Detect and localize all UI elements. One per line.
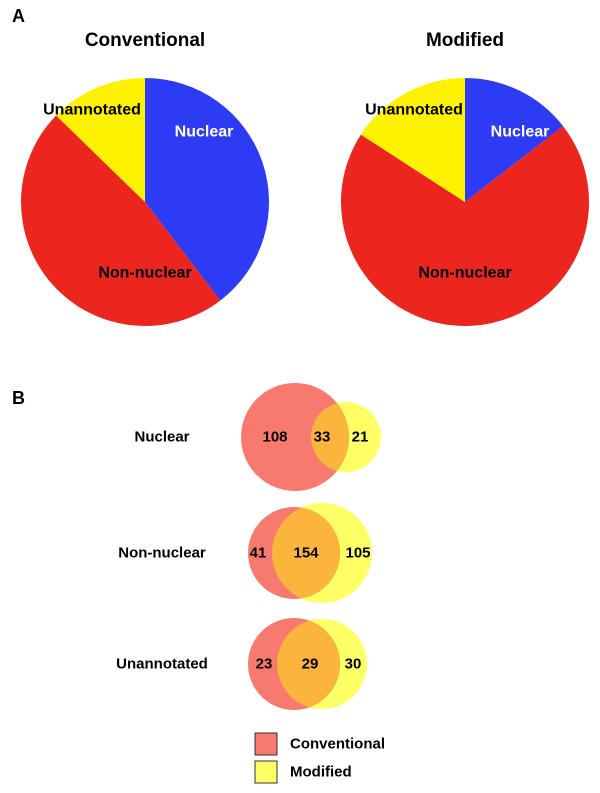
pie-slice-non-nuclear — [21, 115, 221, 326]
pie-slice-nuclear — [145, 78, 270, 301]
pie-label-nuclear: Nuclear — [491, 124, 550, 141]
venn-row-label: Unannotated — [116, 656, 208, 673]
pie-label-nuclear: Nuclear — [175, 124, 234, 141]
panel-label-a: A — [12, 6, 25, 26]
venn-count-conventional-only: 23 — [256, 656, 273, 673]
pie-label-unannotated: Unannotated — [365, 102, 463, 119]
venn-count-overlap: 33 — [314, 429, 331, 446]
venn-row-unannotated: Unannotated 23 29 30 — [116, 618, 367, 710]
venn-circle-conventional — [241, 383, 349, 491]
venn-overlap — [272, 507, 340, 599]
pie-slice-nuclear — [465, 78, 564, 202]
venn-row-non-nuclear: Non-nuclear 41 154 105 — [118, 503, 372, 603]
venn-count-modified-only: 105 — [345, 545, 370, 562]
legend-swatch-conventional — [254, 732, 278, 756]
venn-count-modified-only: 21 — [352, 429, 369, 446]
venn-count-overlap: 29 — [302, 656, 319, 673]
pie-label-non-nuclear: Non-nuclear — [98, 265, 191, 282]
legend-swatch-modified — [254, 760, 278, 784]
venn-count-conventional-only: 108 — [262, 429, 287, 446]
pie-slice-unannotated — [360, 78, 465, 202]
venn-count-overlap: 154 — [293, 545, 319, 562]
venn-row-label: Non-nuclear — [118, 545, 206, 562]
venn-row-nuclear: Nuclear 108 33 21 — [134, 383, 381, 491]
legend-label-modified: Modified — [290, 764, 352, 781]
venn-overlap — [311, 402, 349, 472]
venn-count-conventional-only: 41 — [250, 545, 267, 562]
venn-count-modified-only: 30 — [345, 656, 362, 673]
venn-row-label: Nuclear — [134, 429, 189, 446]
pie-slice-unannotated — [56, 78, 145, 202]
legend-label-conventional: Conventional — [290, 736, 385, 753]
panel-label-b: B — [12, 388, 25, 408]
pie-title-conventional: Conventional — [85, 30, 205, 51]
pie-title-modified: Modified — [426, 30, 504, 51]
pie-slice-non-nuclear — [341, 126, 590, 326]
venn-overlap — [277, 619, 340, 709]
pie-label-unannotated: Unannotated — [43, 102, 141, 119]
pie-label-non-nuclear: Non-nuclear — [418, 265, 511, 282]
